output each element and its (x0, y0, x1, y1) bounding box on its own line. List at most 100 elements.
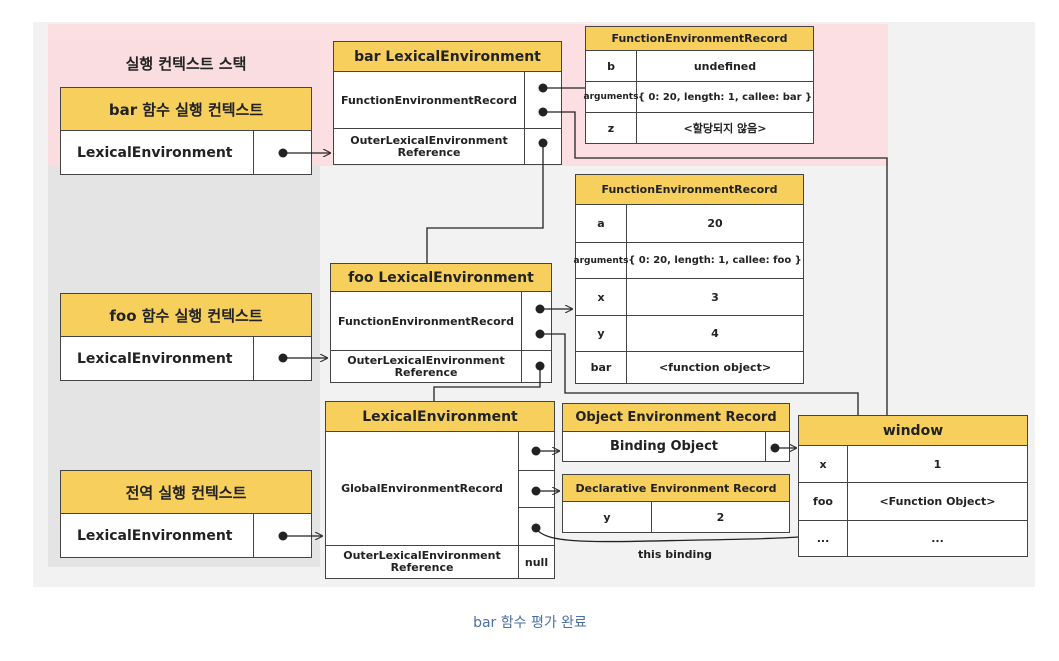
foo-context-dot (278, 353, 288, 363)
global-context-title: 전역 실행 컨텍스트 (61, 471, 311, 514)
binding-object-dot (770, 443, 780, 453)
foo-fer-value-bar: <function object> (658, 361, 772, 374)
divider (799, 520, 1027, 521)
foo-this-pointer (540, 333, 859, 415)
divider (518, 432, 519, 578)
foo-function-environment-record: FunctionEnvironmentRecord a 20 arguments… (573, 174, 804, 384)
foo-fer-value-y: 4 (711, 327, 719, 340)
figure-caption: bar 함수 평가 완료 (473, 615, 587, 631)
bar-context-dot (278, 148, 288, 158)
window-object: window x 1 foo <Function Object> ... ... (798, 415, 1028, 557)
divider (253, 514, 254, 557)
divider (576, 315, 803, 316)
bar-le-title: bar LexicalEnvironment (334, 42, 561, 72)
global-le-dot-2 (531, 486, 541, 496)
bar-context-le-label: LexicalEnvironment (77, 144, 233, 161)
divider (521, 292, 522, 382)
foo-le-dot-1 (535, 304, 545, 314)
divider (847, 446, 848, 556)
divider (636, 51, 637, 143)
window-title: window (799, 416, 1027, 446)
foo-outer-pointer (433, 366, 541, 401)
foo-fer-title: FunctionEnvironmentRecord (576, 175, 803, 205)
divider (586, 112, 813, 113)
bar-le-dot-2 (538, 107, 548, 117)
foo-context-title: foo 함수 실행 컨텍스트 (61, 294, 311, 337)
bar-function-environment-record: FunctionEnvironmentRecord b undefined ar… (583, 26, 814, 144)
divider (524, 72, 525, 164)
global-lexical-environment: LexicalEnvironment GlobalEnvironmentReco… (325, 401, 555, 579)
foo-context-le-label: LexicalEnvironment (77, 350, 233, 367)
declarative-er-title: Declarative Environment Record (563, 475, 789, 502)
bar-execution-context: bar 함수 실행 컨텍스트 LexicalEnvironment (60, 87, 312, 175)
declarative-environment-record: Declarative Environment Record y 2 (562, 474, 790, 533)
divider (253, 131, 254, 174)
divider (326, 545, 554, 546)
bar-lexical-environment: bar LexicalEnvironment FunctionEnvironme… (333, 41, 562, 165)
object-environment-record: Object Environment Record Binding Object (562, 403, 790, 462)
foo-fer-key-arguments: arguments (573, 255, 629, 266)
bar-le-outer-dot (538, 138, 548, 148)
foo-fer-value-a: 20 (707, 217, 723, 230)
foo-le-title: foo LexicalEnvironment (331, 264, 551, 292)
foo-fer-key-a: a (597, 217, 605, 230)
bar-fer-key-arguments: arguments (583, 92, 639, 102)
divider (799, 482, 1027, 483)
bar-this-pointer (543, 111, 888, 415)
window-key-x: x (819, 457, 827, 471)
divider (576, 351, 803, 352)
global-le-dot-1 (531, 446, 541, 456)
window-key-foo: foo (813, 495, 833, 508)
global-this-binding-pointer (535, 527, 799, 543)
declarative-er-value-y: 2 (716, 510, 725, 524)
bar-fer-value-arguments: { 0: 20, length: 1, callee: bar } (637, 91, 813, 103)
foo-le-outer-label: OuterLexicalEnvironment Reference (347, 353, 505, 379)
foo-lexical-environment: foo LexicalEnvironment FunctionEnvironme… (330, 263, 552, 383)
object-er-title: Object Environment Record (563, 404, 789, 432)
divider (331, 350, 551, 351)
bar-le-dot-1 (538, 83, 548, 93)
global-le-outer-label: OuterLexicalEnvironment Reference (343, 549, 501, 574)
object-er-binding: Binding Object (609, 439, 719, 454)
bar-fer-key-z: z (607, 121, 615, 135)
divider (586, 81, 813, 82)
bar-fer-key-b: b (607, 59, 615, 73)
divider (518, 470, 554, 471)
window-value-foo: <Function Object> (879, 495, 996, 508)
foo-fer-value-x: 3 (711, 290, 719, 304)
divider (576, 278, 803, 279)
bar-fer-value-b: undefined (693, 59, 757, 73)
window-value-x: 1 (933, 457, 942, 471)
divider (518, 507, 554, 508)
global-context-le-label: LexicalEnvironment (77, 527, 233, 544)
foo-le-outer-dot (535, 361, 545, 371)
declarative-er-key-y: y (603, 510, 611, 524)
bar-le-outer-label: OuterLexicalEnvironment Reference (350, 133, 508, 159)
global-context-dot (278, 531, 288, 541)
stack-title: 실행 컨텍스트 스택 (125, 54, 247, 73)
bar-fer-value-z: <할당되지 않음> (683, 122, 767, 135)
foo-fer-key-x: x (597, 290, 605, 304)
foo-le-dot-2 (535, 329, 545, 339)
divider (253, 337, 254, 380)
global-execution-context: 전역 실행 컨텍스트 LexicalEnvironment (60, 470, 312, 558)
divider (626, 205, 627, 383)
window-key-more: ... (816, 532, 830, 545)
foo-fer-key-y: y (597, 327, 605, 340)
divider (651, 502, 652, 532)
foo-le-fer-label: FunctionEnvironmentRecord (338, 314, 514, 328)
foo-fer-key-bar: bar (590, 361, 612, 374)
global-le-ger-label: GlobalEnvironmentRecord (341, 482, 503, 495)
bar-fer-title: FunctionEnvironmentRecord (586, 27, 813, 51)
global-le-title: LexicalEnvironment (326, 402, 554, 432)
global-le-dot-3 (531, 523, 541, 533)
foo-execution-context: foo 함수 실행 컨텍스트 LexicalEnvironment (60, 293, 312, 381)
bar-context-title: bar 함수 실행 컨텍스트 (61, 88, 311, 131)
window-value-more: ... (931, 532, 944, 545)
foo-fer-value-arguments: { 0: 20, length: 1, callee: foo } (628, 255, 802, 266)
this-binding-label: this binding (637, 547, 713, 561)
divider (765, 432, 766, 461)
divider (334, 128, 561, 129)
